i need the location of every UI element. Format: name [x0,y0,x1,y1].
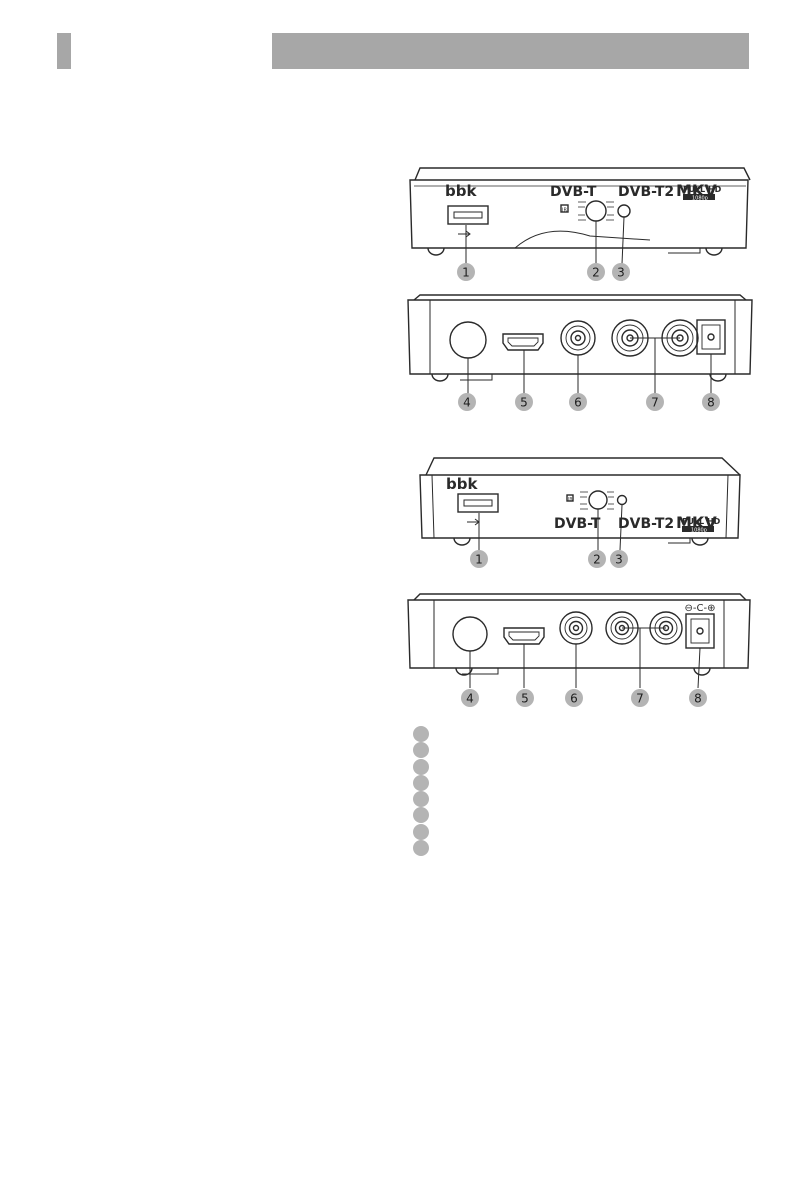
legend-bullet [413,774,429,791]
fullhd-sub: 1080p [691,528,707,534]
fullhd-badge: FULL HD [683,185,722,194]
fullhd-sub: 1080p [692,196,708,202]
callout-bubble [588,550,606,568]
callout-bubble [565,689,583,707]
device-rear-b-drawing: ⊖-C-⊕ 4 5 6 7 8 [407,593,751,707]
callout-number: 3 [617,266,625,280]
callout-bubble [646,393,664,411]
device-front-b-drawing: bbk DVB-T DVB-T2 MKV FULL HD 1080p IR 1 … [419,457,741,568]
callout-number: 4 [466,692,474,706]
legend-bullet [413,840,429,857]
legend-bullet [413,823,429,840]
callout-bubble [631,689,649,707]
callout-bubble [612,263,630,281]
callout-number: 8 [707,396,715,410]
figure-model-a-front: bbk DVB-T DVB-T2 MKV FULL HD 1080p IR 1 … [400,160,765,290]
legend-bullet [413,742,429,759]
callout-bubble [461,689,479,707]
legend-bullet [413,807,429,824]
callout-number: 3 [615,553,623,567]
callout-bubble [458,393,476,411]
figure-model-b-front: bbk DVB-T DVB-T2 MKV FULL HD 1080p IR 1 … [400,450,765,575]
callout-number: 2 [593,553,601,567]
callout-group: 1 2 3 [457,263,630,281]
dvbt2-badge: DVB-T2 [618,516,674,532]
dvbt-badge: DVB-T [554,516,601,532]
brand-logo: bbk [446,475,478,493]
callout-number: 8 [694,692,702,706]
callout-group: 4 5 6 7 8 [461,689,707,707]
callout-number: 5 [520,396,528,410]
callout-number: 5 [521,692,529,706]
dc-polarity-symbol: ⊖-C-⊕ [685,603,716,614]
side-tab [57,33,71,69]
callout-number: 7 [651,396,659,410]
callout-bubble [587,263,605,281]
callout-bubble [470,550,488,568]
callout-bubble [457,263,475,281]
fullhd-strip [683,194,715,200]
device-rear-a-drawing: 4 5 6 7 8 [407,294,753,411]
figure-model-b-rear: ⊖-C-⊕ 4 5 6 7 8 [400,590,765,715]
header-bar [272,33,749,69]
callout-group: 1 2 3 [470,550,628,568]
device-front-a-drawing: bbk DVB-T DVB-T2 MKV FULL HD 1080p IR 1 … [409,167,751,281]
dvbt-badge: DVB-T [550,184,597,200]
callout-number: 6 [570,692,578,706]
callout-bubble [689,689,707,707]
callout-group: 4 5 6 7 8 [458,393,720,411]
callout-bubble [569,393,587,411]
callout-bubble [516,689,534,707]
dvbt2-badge: DVB-T2 [618,184,674,200]
callout-number: 1 [462,266,470,280]
legend-bullet [413,791,429,808]
callout-number: 2 [592,266,600,280]
callout-number: 6 [574,396,582,410]
ir-label: IR [568,497,572,503]
callout-number: 4 [463,396,471,410]
ir-label: IR [562,208,567,214]
callout-bubble [702,393,720,411]
callout-bubble [515,393,533,411]
fullhd-badge: FULL HD [682,517,721,526]
callout-number: 7 [636,692,644,706]
legend-bullet [413,758,429,775]
fullhd-strip [682,526,714,532]
legend-list [413,726,429,857]
callout-number: 1 [475,553,483,567]
brand-logo: bbk [445,182,477,200]
figure-model-a-rear: 4 5 6 7 8 [400,292,765,422]
legend-bullet [413,726,429,742]
callout-bubble [610,550,628,568]
